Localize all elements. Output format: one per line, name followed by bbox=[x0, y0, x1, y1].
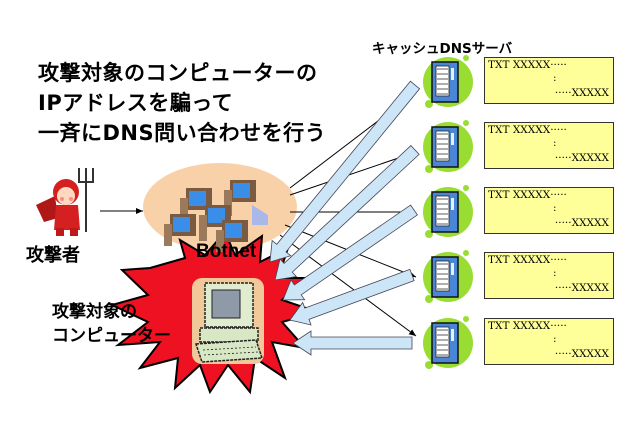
txt-record-line: : bbox=[553, 72, 557, 84]
txt-record-line: : bbox=[553, 202, 557, 214]
cache-dns-server-title: キャッシュDNSサーバ bbox=[372, 41, 513, 57]
txt-record-line: TXT XXXXX····· bbox=[488, 59, 567, 71]
query-arrow bbox=[289, 151, 417, 196]
txt-record-line: : bbox=[553, 137, 557, 149]
dns-server-icon bbox=[423, 120, 473, 173]
txt-record-box: TXT XXXXX····· : ·····XXXXX bbox=[484, 187, 614, 234]
txt-record-line: TXT XXXXX····· bbox=[488, 189, 567, 201]
target-label-line: 攻撃対象の bbox=[52, 302, 137, 322]
target-computer-icon bbox=[192, 278, 264, 364]
txt-record-box: TXT XXXXX····· : ·····XXXXX bbox=[484, 318, 614, 365]
response-arrow bbox=[282, 204, 418, 301]
attacker-label: 攻撃者 bbox=[26, 245, 80, 266]
response-arrow bbox=[292, 330, 413, 356]
headline: 攻撃対象のコンピューターの IPアドレスを騙って 一斉にDNS問い合わせを行う bbox=[38, 58, 326, 148]
txt-record-box: TXT XXXXX····· : ·····XXXXX bbox=[484, 57, 614, 104]
dns-server-icon bbox=[423, 185, 473, 238]
txt-record-line: : bbox=[553, 267, 557, 279]
response-arrows bbox=[269, 80, 421, 356]
attacker-devil-icon bbox=[36, 168, 94, 236]
dns-servers bbox=[423, 55, 473, 369]
txt-record-line: ·····XXXXX bbox=[554, 282, 609, 294]
target-label-line: コンピューター bbox=[52, 326, 171, 346]
botnet-computers-icon bbox=[164, 180, 268, 252]
dns-server-icon bbox=[423, 316, 473, 369]
txt-record-line: : bbox=[553, 333, 557, 345]
headline-line: 攻撃対象のコンピューターの bbox=[38, 61, 318, 85]
txt-record-line: TXT XXXXX····· bbox=[488, 254, 567, 266]
txt-record-line: ·····XXXXX bbox=[554, 217, 609, 229]
txt-record-line: TXT XXXXX····· bbox=[488, 320, 567, 332]
txt-record-line: ·····XXXXX bbox=[554, 87, 609, 99]
txt-record-box: TXT XXXXX····· : ·····XXXXX bbox=[484, 122, 614, 169]
response-arrow bbox=[289, 268, 415, 326]
botnet-label: Botnet bbox=[196, 241, 257, 262]
dns-server-icon bbox=[423, 55, 473, 108]
target-label: 攻撃対象の コンピューター bbox=[52, 300, 171, 348]
txt-record-line: ·····XXXXX bbox=[554, 348, 609, 360]
response-arrow bbox=[274, 145, 420, 281]
headline-line: IPアドレスを騙って bbox=[38, 91, 234, 115]
headline-line: 一斉にDNS問い合わせを行う bbox=[38, 121, 327, 145]
txt-record-line: TXT XXXXX····· bbox=[488, 124, 567, 136]
txt-record-line: ·····XXXXX bbox=[554, 152, 609, 164]
txt-record-box: TXT XXXXX····· : ·····XXXXX bbox=[484, 252, 614, 299]
dns-server-icon bbox=[423, 250, 473, 303]
